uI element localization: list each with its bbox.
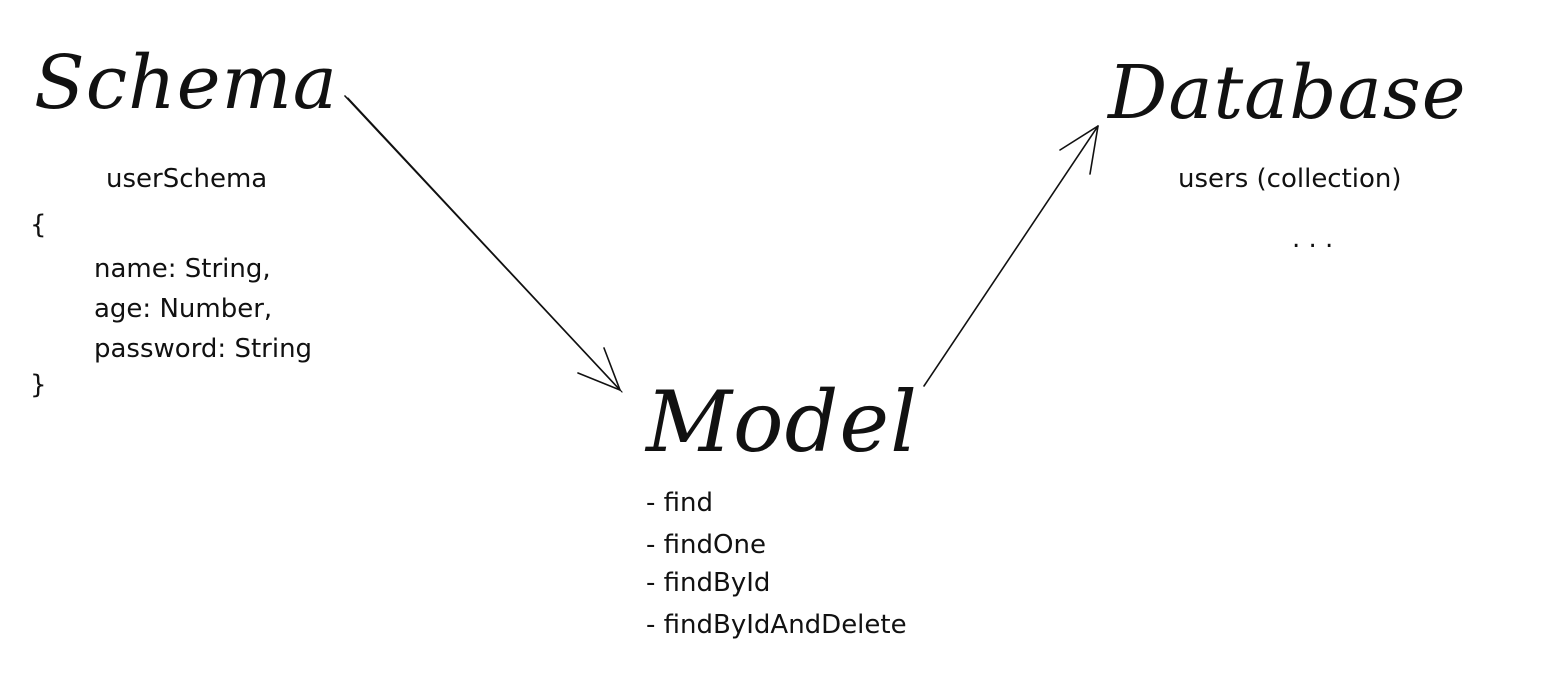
model-title: Model bbox=[646, 373, 918, 471]
schema-field: name: String, bbox=[94, 254, 271, 284]
database-collection: users (collection) bbox=[1178, 164, 1402, 194]
schema-field: password: String bbox=[94, 334, 313, 364]
model-method: - findByIdAndDelete bbox=[646, 610, 907, 640]
model-method: - find bbox=[646, 488, 714, 518]
model-to-database-arrow bbox=[923, 125, 1099, 387]
schema-name: userSchema bbox=[106, 164, 268, 194]
database-ellipsis: . . . bbox=[1292, 224, 1334, 254]
schema-field: age: Number, bbox=[94, 294, 273, 324]
schema-open-brace: { bbox=[30, 210, 47, 240]
schema-to-model-arrow bbox=[344, 95, 623, 393]
schema-title: Schema bbox=[34, 40, 338, 126]
model-method: - findOne bbox=[646, 530, 766, 560]
model-method: - findById bbox=[646, 568, 771, 598]
schema-close-brace: } bbox=[30, 370, 47, 400]
database-title: Database bbox=[1108, 50, 1467, 136]
